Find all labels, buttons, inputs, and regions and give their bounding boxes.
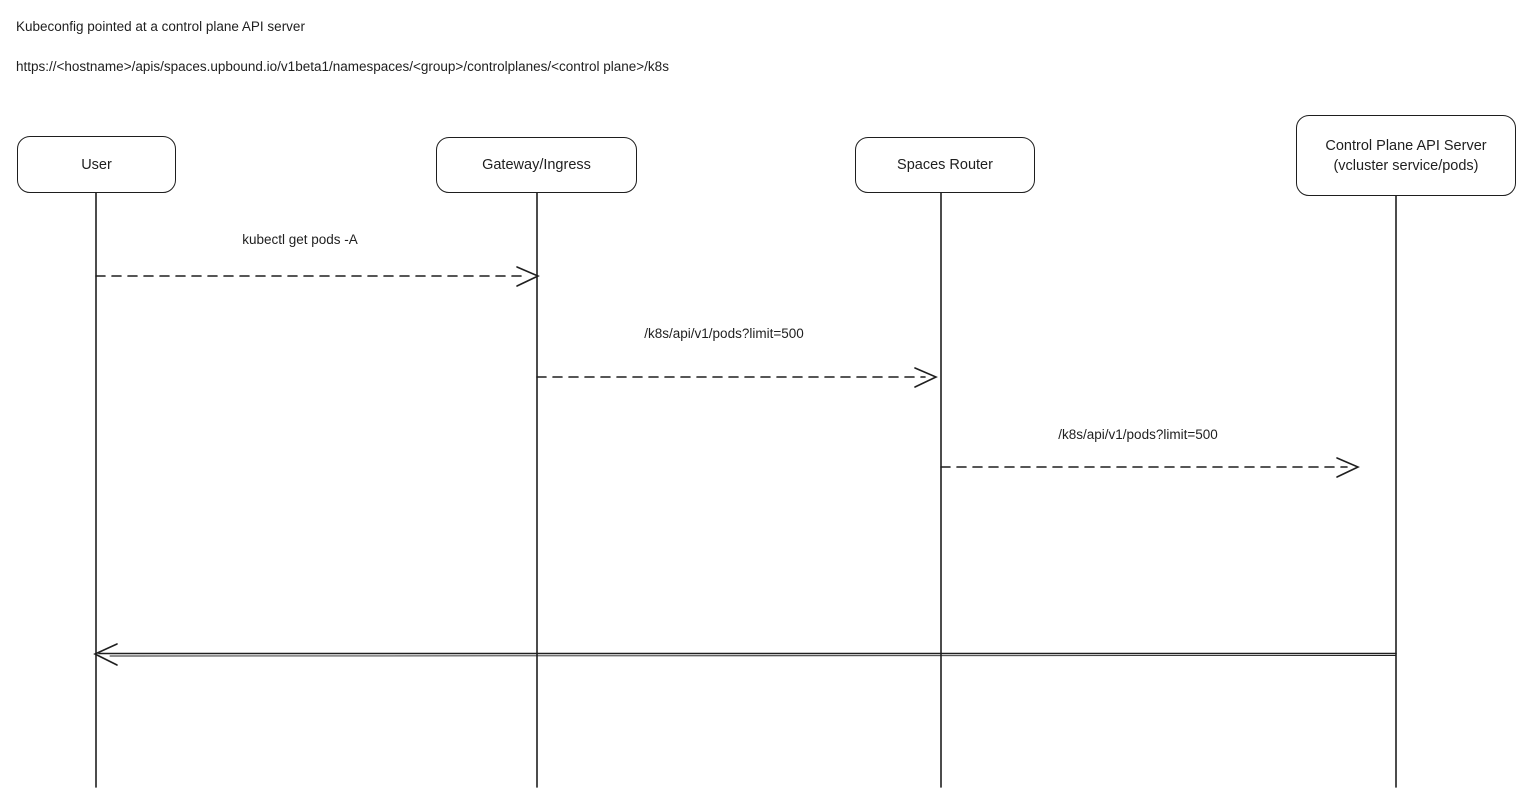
arrowhead-right-3: [1336, 457, 1360, 478]
arrowhead-right-2: [914, 367, 938, 388]
diagram-title: Kubeconfig pointed at a control plane AP…: [16, 19, 305, 34]
actor-sublabel-control-plane: (vcluster service/pods): [1333, 157, 1479, 174]
actor-label-spaces-router: Spaces Router: [897, 157, 993, 173]
actor-box-user: User: [17, 136, 176, 193]
actor-box-control-plane: Control Plane API Server (vcluster servi…: [1296, 115, 1516, 196]
actor-box-spaces-router: Spaces Router: [855, 137, 1035, 193]
message-label-kubectl-get-pods: kubectl get pods -A: [242, 232, 358, 247]
arrow-line-return-sketch: [109, 655, 1397, 657]
message-label-k8s-api-1: /k8s/api/v1/pods?limit=500: [644, 326, 804, 341]
actor-label-user: User: [81, 156, 112, 173]
message-label-k8s-api-2: /k8s/api/v1/pods?limit=500: [1058, 427, 1218, 442]
kubeconfig-url-text: https://<hostname>/apis/spaces.upbound.i…: [16, 59, 669, 74]
actor-label-control-plane: Control Plane API Server: [1325, 137, 1487, 154]
actor-box-gateway-ingress: Gateway/Ingress: [436, 137, 637, 193]
actor-label-gateway-ingress: Gateway/Ingress: [482, 157, 591, 173]
arrowhead-left-return: [93, 643, 118, 666]
arrowhead-right-1: [516, 266, 540, 287]
